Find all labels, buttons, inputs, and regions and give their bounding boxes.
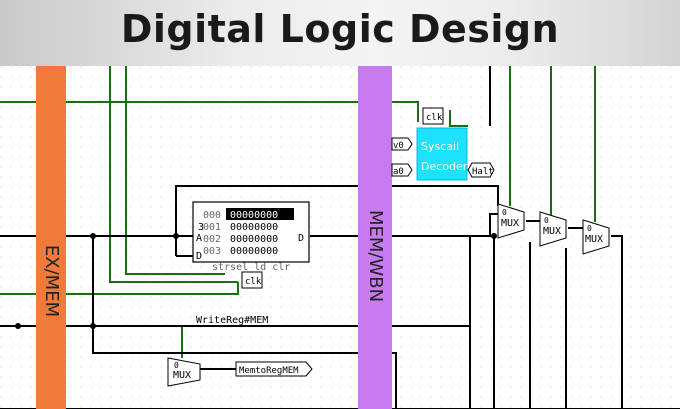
junction [90, 323, 96, 329]
ex-mem-bar [36, 66, 66, 409]
output-pin-halt [467, 162, 495, 178]
syscall-label-1: Syscall [421, 140, 459, 153]
port-a-label: A [196, 233, 202, 244]
mux-2: 0 MUX [539, 211, 567, 247]
reg-addr: 002 [203, 234, 221, 245]
reg-value-selected: 00000000 [230, 210, 278, 221]
memtoreg-tag [235, 361, 313, 377]
wire-lower-loop [92, 236, 397, 409]
wire-green-c [0, 282, 239, 295]
syscall-decoder-box [416, 127, 468, 181]
input-pin-v0 [391, 137, 413, 151]
mux-select-label: 0 [544, 216, 549, 225]
mux-4: 0 MUX [167, 357, 201, 387]
wire-mux3-out [611, 235, 623, 409]
junction [90, 233, 96, 239]
junction [491, 233, 497, 239]
mux-1: 0 MUX [497, 203, 525, 239]
clk-tab-syscall [422, 107, 444, 125]
port-d-in-label: D [196, 251, 202, 262]
input-a0-label: a0 [393, 167, 404, 177]
clk-label-syscall: clk [426, 113, 443, 123]
logic-circuit-canvas: EX/MEM MEM/WBN 3 A D D 000 001 002 003 0… [0, 66, 680, 409]
syscall-label-2: Decoder [421, 160, 468, 173]
green-wires [0, 66, 596, 358]
register-file: 3 A D D 000 001 002 003 00000000 0000000… [192, 201, 310, 289]
page-title: Digital Logic Design [120, 7, 560, 51]
mux-shape [497, 203, 525, 239]
input-pin-a0 [391, 163, 413, 177]
reg-addr: 001 [203, 222, 221, 233]
wire-green-clk [449, 110, 468, 127]
clk-tab-register [241, 271, 263, 289]
title-banner: Digital Logic Design [0, 0, 680, 66]
reg-addr: 003 [203, 246, 221, 257]
mux-select-label: 0 [502, 208, 507, 217]
mux-shape [582, 219, 610, 255]
mux-3: 0 MUX [582, 219, 610, 255]
grid-background [0, 66, 680, 409]
junction [15, 323, 21, 329]
input-v0-label: v0 [393, 141, 404, 151]
selected-register-highlight [226, 208, 294, 220]
reg-value: 00000000 [230, 222, 278, 233]
mux-select-label: 0 [587, 224, 592, 233]
mem-wbn-label: MEM/WBN [365, 210, 386, 302]
memtoreg-label: MemtoRegMEM [239, 366, 299, 376]
mux-shape [539, 211, 567, 247]
reg-addr: 000 [203, 210, 221, 221]
wire-top-loop [175, 185, 499, 256]
syscall-decoder: clk Syscall Decoder v0 a0 Halt [391, 107, 495, 181]
reg-value: 00000000 [230, 234, 278, 245]
writereg-label: WriteReg#MEM [196, 315, 268, 326]
mux-label: MUX [173, 370, 191, 381]
wire-green-top [0, 101, 419, 122]
junction [173, 233, 179, 239]
junctions [15, 233, 497, 329]
mux-label: MUX [543, 226, 561, 237]
mux-label: MUX [501, 218, 519, 229]
wire-green-a [109, 66, 238, 283]
reg-value: 00000000 [230, 246, 278, 257]
mux-select-label: 0 [174, 361, 179, 370]
mux-label: MUX [585, 234, 603, 245]
wire-regfile-out [310, 213, 500, 237]
port-d-out-label: D [298, 233, 304, 244]
ex-mem-label: EX/MEM [41, 245, 62, 317]
wire-green-b [125, 66, 225, 275]
halt-label: Halt [472, 167, 494, 177]
port-3-label: 3 [198, 222, 204, 233]
mux-shape [167, 357, 201, 387]
clk-label-register: clk [245, 277, 262, 287]
mem-wbn-bar [358, 66, 392, 409]
control-pins-label: strsel ld clr [212, 262, 290, 273]
